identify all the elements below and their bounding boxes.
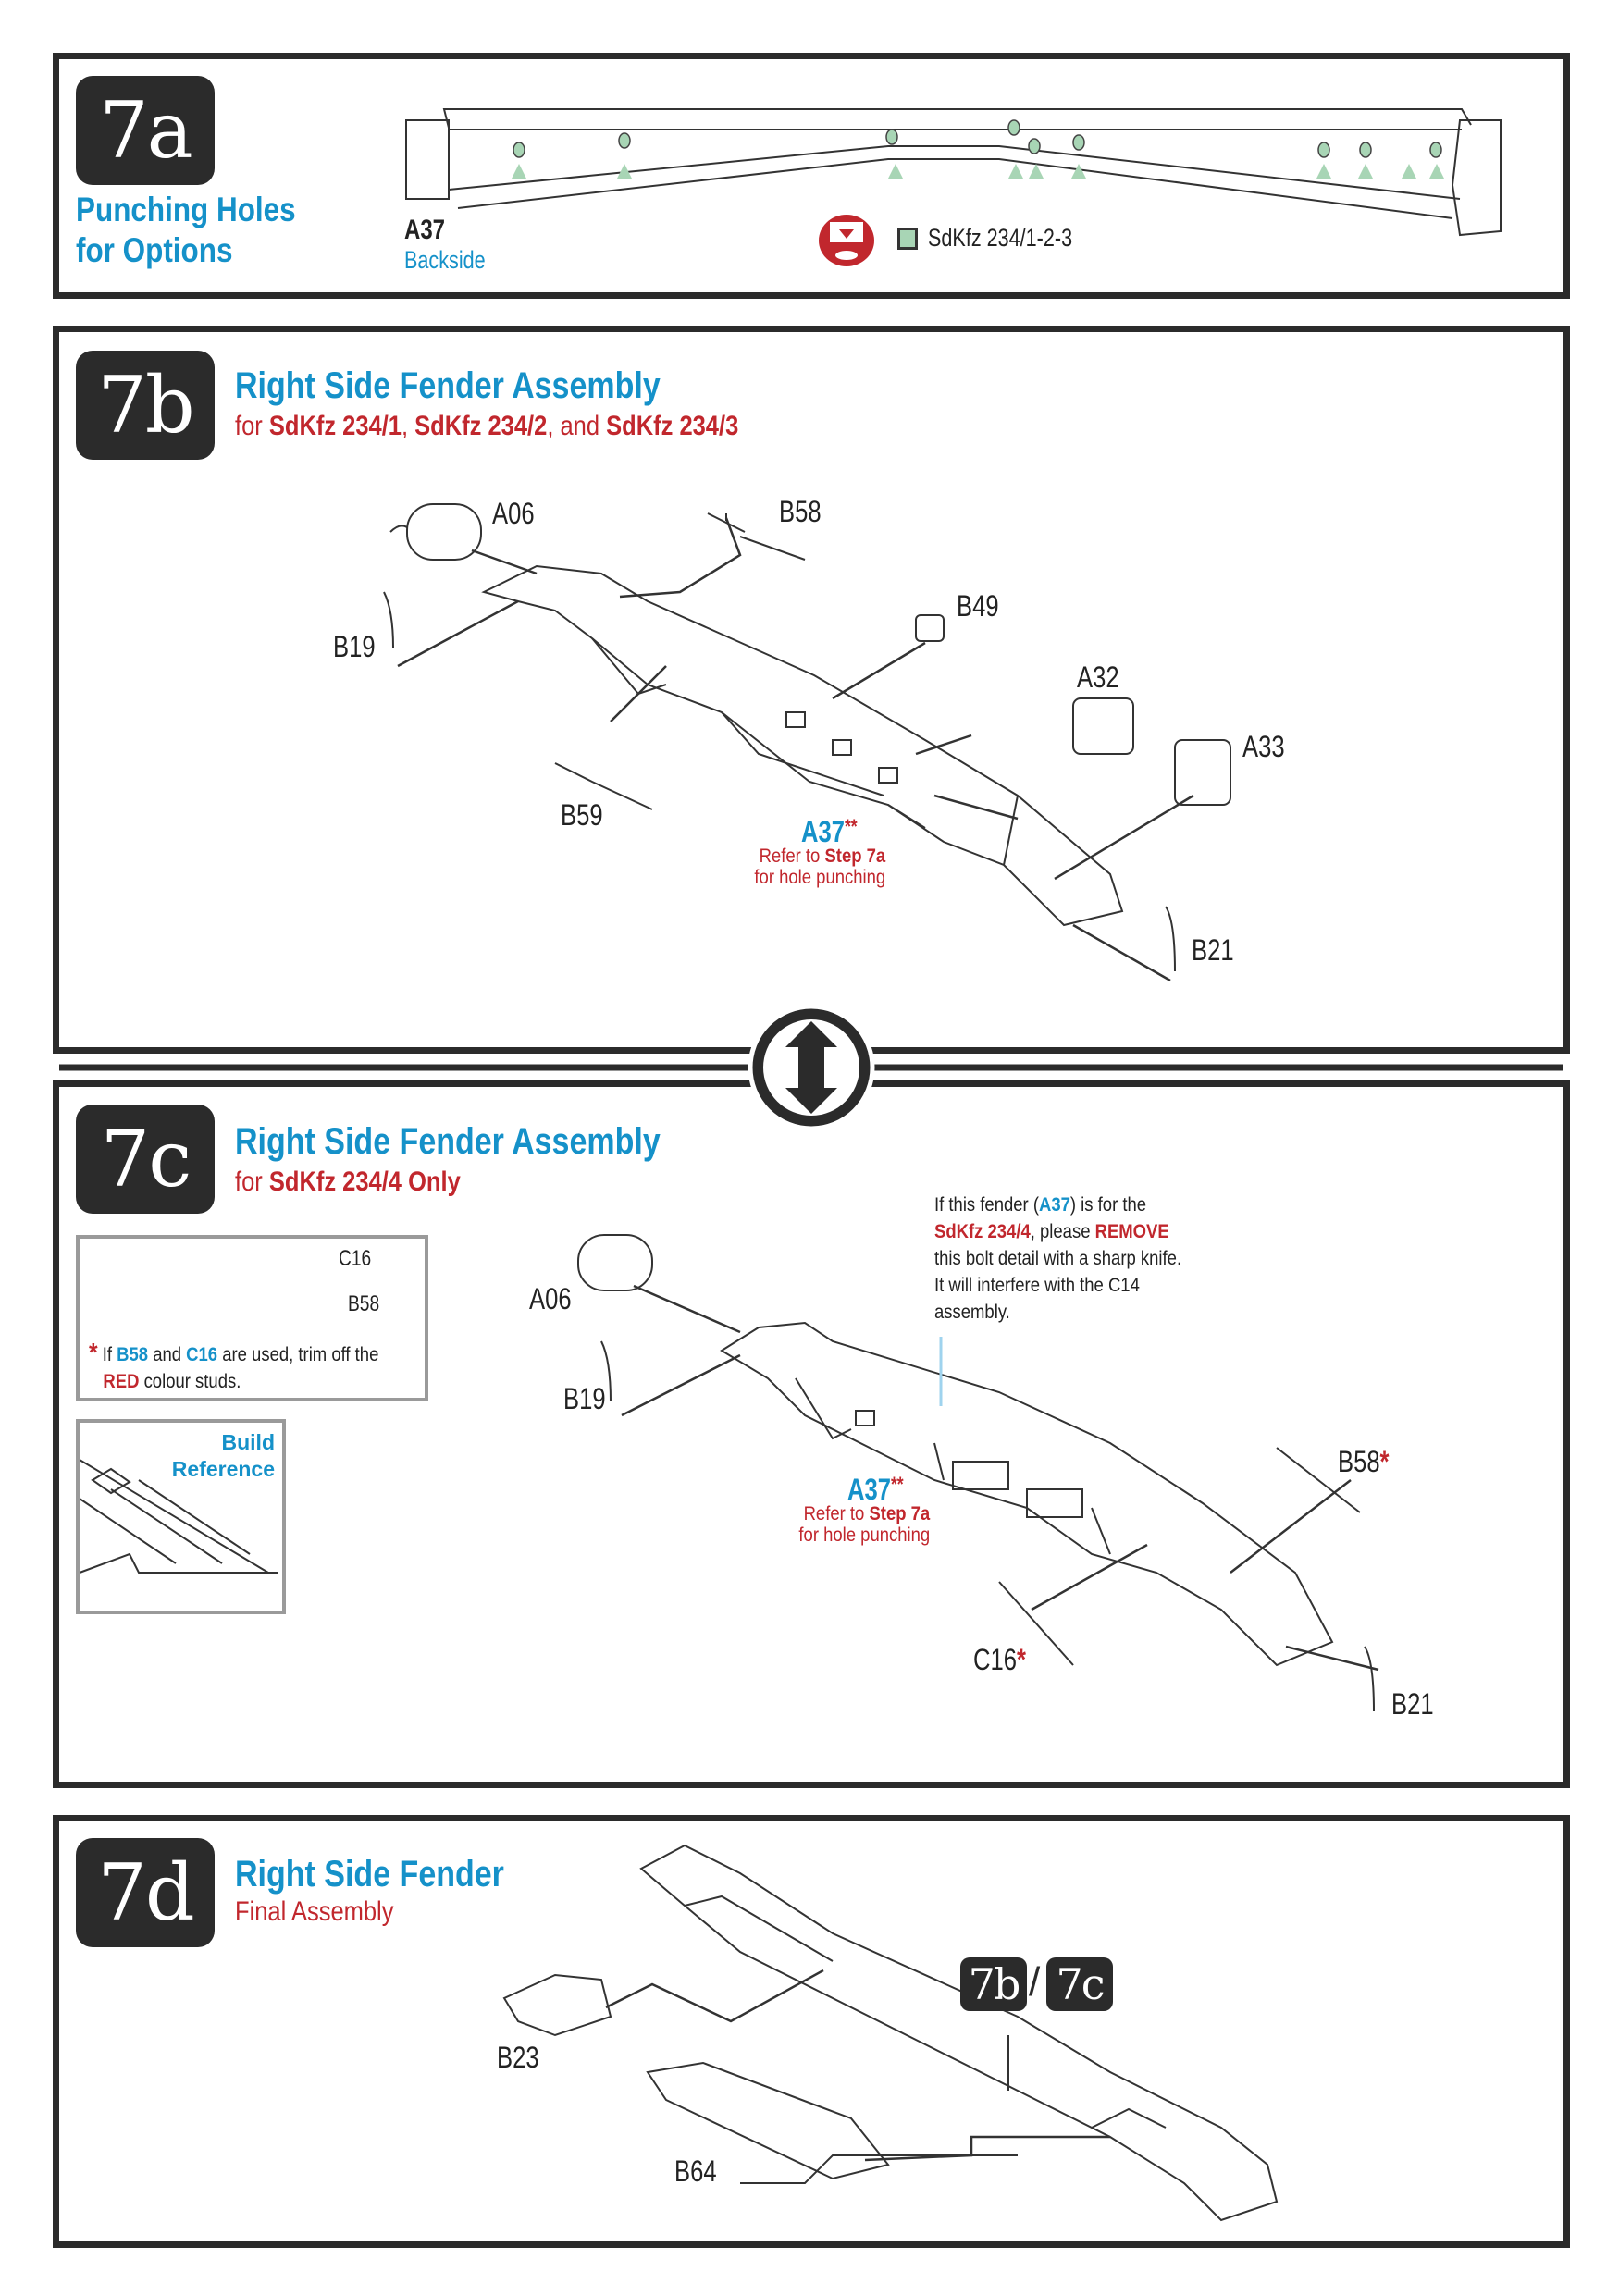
part-label-b64: B64 xyxy=(674,2154,717,2188)
step-badge-7d: 7d xyxy=(76,1838,215,1947)
mark: ** xyxy=(890,1473,904,1496)
variant-2: SdKfz 234/2 xyxy=(414,411,548,441)
refer-pre: Refer to xyxy=(759,846,825,867)
refer-post: for hole punching xyxy=(754,867,886,888)
step-ref-7c: 7c xyxy=(1046,1957,1113,2011)
n: and xyxy=(148,1344,187,1365)
refer-pre: Refer to xyxy=(803,1503,870,1524)
sub-for: for xyxy=(235,1167,269,1197)
asterisk: * xyxy=(1016,1643,1026,1676)
a37-callout: A37** xyxy=(847,1473,904,1507)
variant: SdKfz 234/4 Only xyxy=(268,1167,461,1197)
part-label-a33: A33 xyxy=(1242,730,1285,763)
part-label-b19: B19 xyxy=(333,630,376,663)
n: If xyxy=(102,1344,117,1365)
stud-label-c16: C16 xyxy=(339,1246,372,1271)
refer-step: Step 7a xyxy=(824,846,886,867)
part-label-b49: B49 xyxy=(957,589,999,623)
sep: , and xyxy=(547,411,607,441)
part-label-b58: B58 xyxy=(779,495,822,528)
w: assembly. xyxy=(934,1302,1010,1323)
part-label-a06: A06 xyxy=(529,1282,572,1315)
legend-label: SdKfz 234/1-2-3 xyxy=(928,224,1073,252)
w: SdKfz 234/4 xyxy=(934,1221,1031,1242)
step-badge-7b: 7b xyxy=(76,351,215,460)
step-7a-title-line2: for Options xyxy=(76,231,233,269)
a37: A37 xyxy=(801,815,845,848)
build-ref-line1: Build xyxy=(221,1430,276,1454)
n: C16 xyxy=(186,1344,218,1365)
step-7c-title: Right Side Fender Assembly xyxy=(235,1121,661,1162)
a37-callout: A37** xyxy=(801,815,858,849)
step-7b-title: Right Side Fender Assembly xyxy=(235,365,661,406)
part-label-c16: C16* xyxy=(973,1643,1026,1677)
warning-note: If this fender (A37) is for the SdKfz 23… xyxy=(934,1191,1181,1326)
n: colour studs. xyxy=(139,1371,241,1392)
part-label-b21: B21 xyxy=(1192,933,1234,967)
refer-post: for hole punching xyxy=(798,1524,931,1546)
sub-for: for xyxy=(235,411,269,441)
studs-note: * If B58 and C16 are used, trim off the … xyxy=(89,1339,378,1395)
asterisk-icon: * xyxy=(89,1338,98,1366)
part-label-b59: B59 xyxy=(561,798,603,832)
w: , please xyxy=(1030,1221,1095,1242)
step-7a-title-line1: Punching Holes xyxy=(76,191,296,228)
a37: A37 xyxy=(847,1473,891,1506)
variant-1: SdKfz 234/1 xyxy=(268,411,402,441)
n: B58 xyxy=(117,1344,149,1365)
step-7d-subtitle: Final Assembly xyxy=(235,1896,394,1927)
part-label-b21: B21 xyxy=(1391,1687,1434,1721)
legend-swatch xyxy=(897,228,918,250)
n: are used, trim off the xyxy=(217,1344,379,1365)
c16: C16 xyxy=(973,1643,1017,1676)
part-label-b23: B23 xyxy=(497,2041,539,2074)
n: RED xyxy=(103,1371,140,1392)
variant-3: SdKfz 234/3 xyxy=(606,411,739,441)
step-7a-panel xyxy=(53,53,1570,299)
w: REMOVE xyxy=(1094,1221,1169,1242)
studs-info-box: C16 B58 * If B58 and C16 are used, trim … xyxy=(76,1235,428,1401)
build-reference-box: Build Reference xyxy=(76,1419,286,1614)
w: this bolt detail with a sharp knife. xyxy=(934,1248,1182,1269)
step-ref-separator: / xyxy=(1029,1959,1041,2005)
step-badge-7c: 7c xyxy=(76,1105,215,1214)
part-label-a06: A06 xyxy=(492,497,535,530)
step-7d-title: Right Side Fender xyxy=(235,1854,504,1895)
w: ) is for the xyxy=(1069,1194,1147,1216)
part-label-a37: A37 xyxy=(404,215,446,245)
w: If this fender ( xyxy=(934,1194,1039,1216)
stud-label-b58: B58 xyxy=(348,1291,380,1316)
step-7b-subtitle: for SdKfz 234/1, SdKfz 234/2, and SdKfz … xyxy=(235,411,738,442)
sep: , xyxy=(402,411,415,441)
step-badge-7a: 7a xyxy=(76,76,215,185)
part-label-b58: B58* xyxy=(1338,1445,1390,1479)
part-label-b19: B19 xyxy=(563,1382,606,1415)
mark: ** xyxy=(844,815,858,838)
step-ref-7b: 7b xyxy=(960,1957,1027,2011)
part-note-backside: Backside xyxy=(404,246,486,274)
w: It will interfere with the C14 xyxy=(934,1275,1140,1296)
build-ref-line2: Reference xyxy=(171,1457,275,1481)
b58: B58 xyxy=(1338,1445,1380,1478)
refer-step: Step 7a xyxy=(869,1503,931,1524)
asterisk: * xyxy=(1379,1445,1390,1478)
w: A37 xyxy=(1038,1194,1070,1216)
step-7c-subtitle: for SdKfz 234/4 Only xyxy=(235,1167,461,1198)
part-label-a32: A32 xyxy=(1077,660,1119,694)
